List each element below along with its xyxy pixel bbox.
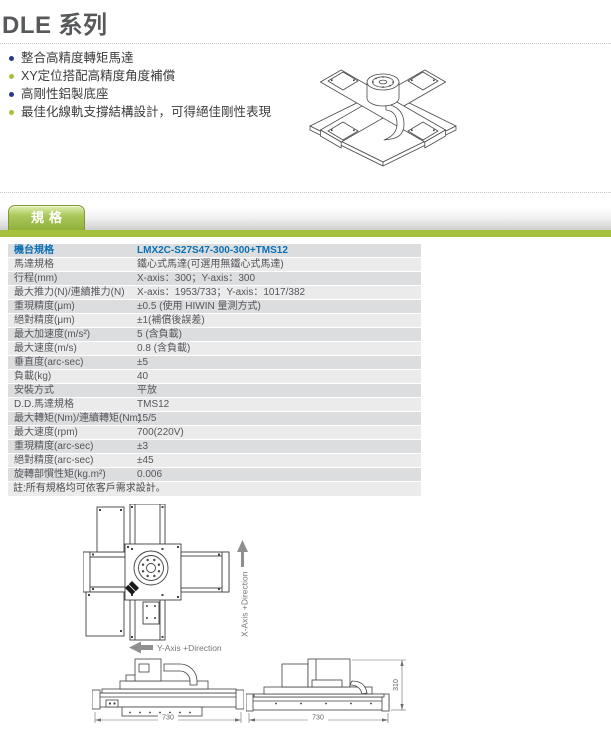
spec-label: 重現精度(μm) bbox=[14, 301, 75, 312]
spec-row: 垂直度(arc-sec) ±5 bbox=[8, 356, 421, 369]
spec-value: ±45 bbox=[137, 455, 154, 466]
spec-row: 負載(kg) 40 bbox=[8, 370, 421, 383]
spec-value: 5 (含負載) bbox=[137, 329, 182, 340]
spec-label: 最大速度(rpm) bbox=[14, 427, 78, 438]
spec-label: 最大推力(N)/連續推力(N) bbox=[14, 287, 125, 298]
tab-strip-gradient bbox=[0, 208, 611, 230]
product-isometric-drawing bbox=[309, 69, 457, 167]
front-view-drawing: 730 bbox=[92, 658, 244, 723]
spec-row: 重現精度(μm) ±0.5 (使用 HIWIN 量測方式) bbox=[8, 300, 421, 313]
spec-value: 0.006 bbox=[137, 469, 163, 480]
cable-chain-loop bbox=[163, 663, 198, 686]
spec-row: 最大加速度(m/s²) 5 (含負載) bbox=[8, 328, 421, 341]
spec-row: 絕對精度(μm) ±1(補償後誤差) bbox=[8, 314, 421, 327]
side-view-height-dimension: 310 bbox=[393, 679, 400, 691]
feature-item: 高剛性鋁製底座 bbox=[9, 85, 271, 103]
tab-specifications[interactable]: 規格 bbox=[8, 205, 85, 230]
spec-label: 馬達規格 bbox=[14, 259, 54, 270]
divider-dotted-top bbox=[0, 43, 611, 44]
cable-chain-hook bbox=[349, 680, 368, 695]
spec-label: 絕對精度(arc-sec) bbox=[14, 455, 94, 466]
iso-cable-chain bbox=[383, 103, 405, 141]
spec-table: 機台規格 LMX2C-S27S47-300-300+TMS12 馬達規格 鐵心式馬達(… bbox=[8, 244, 421, 496]
tab-strip: 規格 bbox=[0, 199, 611, 237]
divider-dotted-bottom bbox=[0, 192, 611, 193]
feature-text: 整合高精度轉矩馬達 bbox=[21, 51, 134, 65]
spec-value: ±0.5 (使用 HIWIN 量測方式) bbox=[137, 301, 261, 312]
spec-label: 最大轉矩(Nm)/連續轉矩(Nm) bbox=[14, 413, 142, 424]
spec-row: 機台規格 LMX2C-S27S47-300-300+TMS12 bbox=[8, 244, 421, 257]
spec-value: 15/5 bbox=[137, 413, 157, 424]
spec-row: 馬達規格 鐵心式馬達(可選用無鐵心式馬達) bbox=[8, 258, 421, 271]
spec-label: D.D.馬達規格 bbox=[14, 399, 74, 410]
feature-text: XY定位搭配高精度角度補償 bbox=[21, 69, 176, 83]
page-title-zh: 系列 bbox=[58, 10, 108, 39]
top-view-drawing: X-Axis +Direction Y-Axis +Direction bbox=[83, 504, 250, 654]
spec-value: X-axis：300；Y-axis：300 bbox=[137, 273, 256, 284]
spec-value: 平放 bbox=[137, 385, 157, 396]
y-axis-direction-label: Y-Axis +Direction bbox=[157, 643, 222, 653]
spec-value: ±1(補償後誤差) bbox=[137, 315, 205, 326]
feature-list: 整合高精度轉矩馬達 XY定位搭配高精度角度補償高剛性鋁製底座最佳化線軌支撐結構設計… bbox=[9, 49, 271, 121]
spec-value: 700(220V) bbox=[137, 427, 184, 438]
side-view-width-dimension: 730 bbox=[312, 715, 324, 722]
spec-value: X-axis：1953/733；Y-axis：1017/382 bbox=[137, 287, 306, 298]
spec-label: 最大加速度(m/s²) bbox=[14, 329, 91, 340]
bullet-icon bbox=[9, 55, 14, 61]
spec-value: 40 bbox=[137, 371, 149, 382]
feature-item: XY定位搭配高精度角度補償 bbox=[9, 67, 271, 85]
x-axis-arrow-up-icon bbox=[237, 540, 248, 567]
spec-value: LMX2C-S27S47-300-300+TMS12 bbox=[137, 245, 288, 256]
spec-row: 最大速度(m/s) 0.8 (含負載) bbox=[8, 342, 421, 355]
spec-label: 最大速度(m/s) bbox=[14, 343, 77, 354]
spec-row: D.D.馬達規格 TMS12 bbox=[8, 398, 421, 411]
bullet-icon bbox=[9, 109, 14, 115]
bullet-icon bbox=[9, 73, 14, 79]
spec-row: 旋轉部慣性矩(kg.m²) 0.006 bbox=[8, 468, 421, 481]
feature-item: 最佳化線軌支撐結構設計，可得絕佳剛性表現 bbox=[9, 103, 271, 121]
spec-label: 旋轉部慣性矩(kg.m²) bbox=[14, 469, 106, 480]
spec-label: 行程(mm) bbox=[14, 273, 58, 284]
tab-strip-green-bar bbox=[0, 230, 611, 237]
page-title-en: DLE bbox=[2, 12, 52, 39]
feature-item: 整合高精度轉矩馬達 bbox=[9, 49, 271, 67]
spec-row: 最大轉矩(Nm)/連續轉矩(Nm)15/5 bbox=[8, 412, 421, 425]
spec-label: 機台規格 bbox=[14, 245, 54, 256]
side-view-drawing: 730 310 bbox=[246, 658, 406, 723]
spec-row: 安裝方式 平放 bbox=[8, 384, 421, 397]
spec-label: 垂直度(arc-sec) bbox=[14, 357, 84, 368]
spec-row: 行程(mm) X-axis：300；Y-axis：300 bbox=[8, 272, 421, 285]
spec-note: 註:所有規格均可依客戶需求設計。 bbox=[8, 482, 421, 496]
spec-row: 最大推力(N)/連續推力(N) X-axis：1953/733；Y-axis：10… bbox=[8, 286, 421, 299]
spec-label: 絕對精度(μm) bbox=[14, 315, 75, 326]
front-view-width-dimension: 730 bbox=[162, 715, 174, 722]
spec-value: ±5 bbox=[137, 357, 149, 368]
spec-value: ±3 bbox=[137, 441, 149, 452]
spec-row: 重現精度(arc-sec) ±3 bbox=[8, 440, 421, 453]
spec-row: 絕對精度(arc-sec) ±45 bbox=[8, 454, 421, 467]
spec-value: 鐵心式馬達(可選用無鐵心式馬達) bbox=[137, 259, 284, 270]
spec-label: 負載(kg) bbox=[14, 371, 52, 382]
bullet-icon bbox=[9, 91, 14, 97]
spec-value: 0.8 (含負載) bbox=[137, 343, 191, 354]
spec-row: 最大速度(rpm) 700(220V) bbox=[8, 426, 421, 439]
spec-label: 安裝方式 bbox=[14, 385, 54, 396]
y-axis-arrow-left-icon bbox=[129, 641, 153, 654]
feature-text: 最佳化線軌支撐結構設計，可得絕佳剛性表現 bbox=[21, 105, 272, 119]
spec-label: 重現精度(arc-sec) bbox=[14, 441, 94, 452]
feature-text: 高剛性鋁製底座 bbox=[21, 87, 109, 101]
x-axis-direction-label: X-Axis +Direction bbox=[240, 571, 250, 637]
spec-value: TMS12 bbox=[137, 399, 170, 410]
